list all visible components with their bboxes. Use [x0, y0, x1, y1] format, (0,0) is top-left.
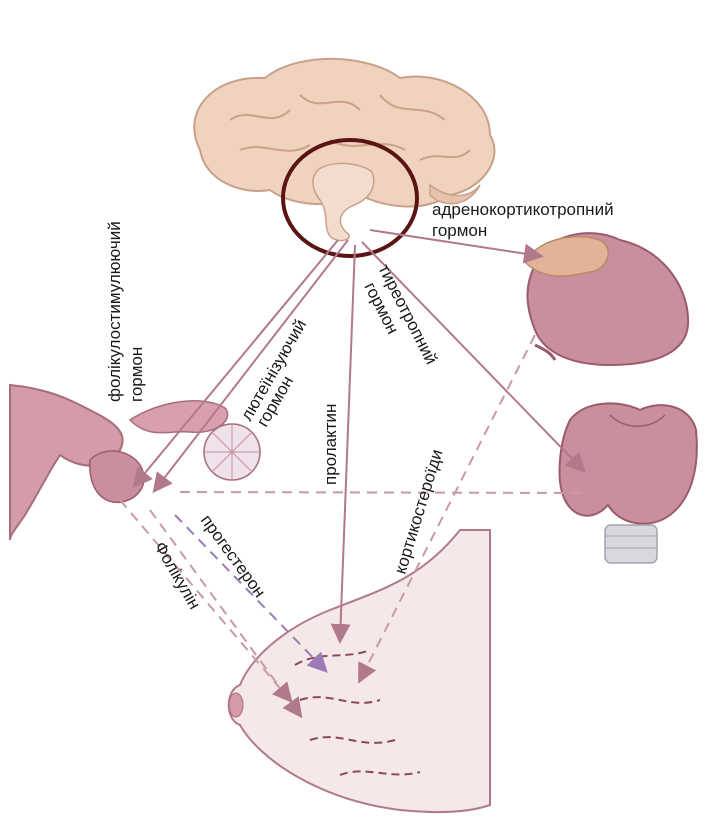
fsh-label-line1: фолікулостимулюючий: [105, 221, 124, 402]
acth-label-line2: гормон: [432, 221, 487, 240]
breast-illustration: [229, 530, 490, 812]
folliculin-label: Фолікулін: [151, 539, 205, 613]
fsh-label-line2: гормон: [127, 347, 146, 402]
adrenal-kidney-illustration: [525, 233, 688, 365]
acth-label-line1: адренокортикотропний: [432, 200, 614, 219]
prolactin-label: пролактин: [321, 404, 340, 485]
hormone-arrows: [135, 230, 583, 640]
thyroid-illustration: [560, 403, 697, 563]
progesterone-label: прогестерон: [197, 511, 270, 601]
